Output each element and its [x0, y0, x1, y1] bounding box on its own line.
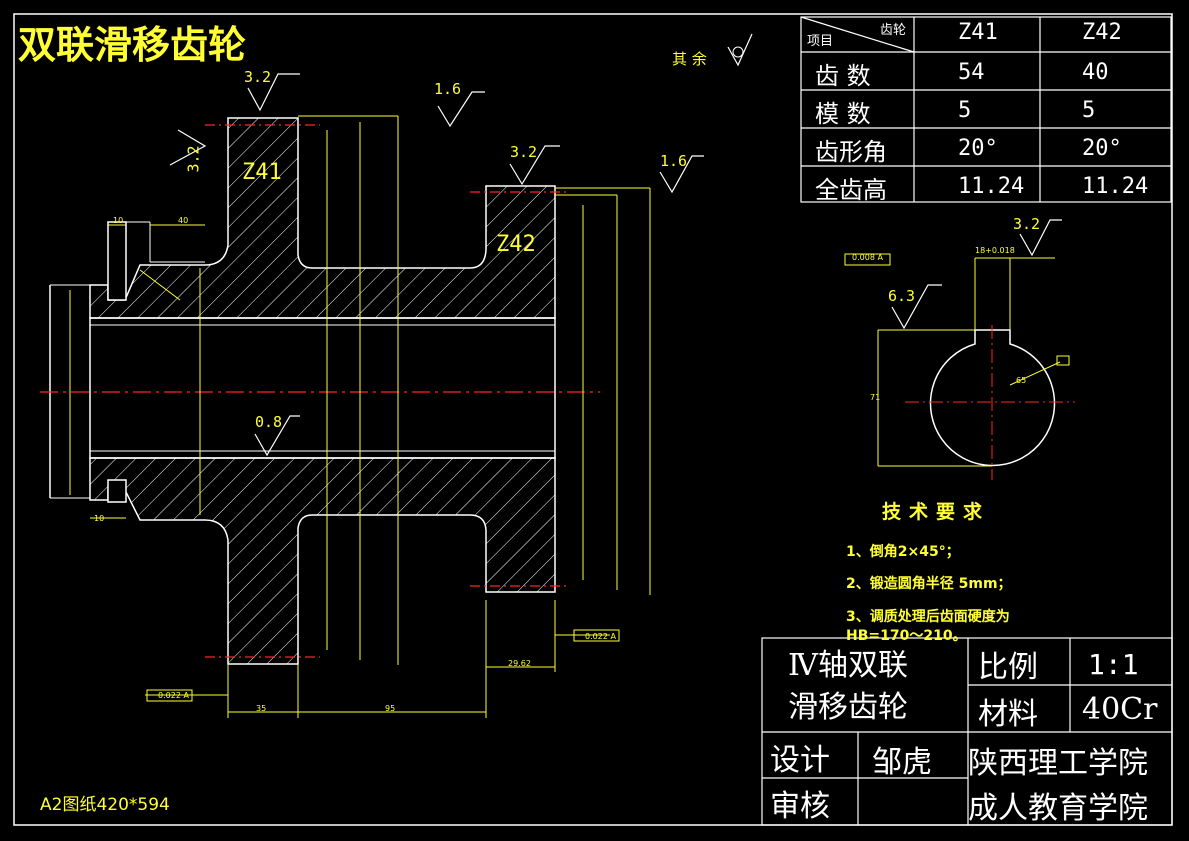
- dim-keyway-width: 18+0.018: [975, 246, 1015, 255]
- roughness-symbols: [169, 33, 1062, 457]
- fork-groove-lower: [107, 479, 127, 503]
- dim-d4: 35: [256, 704, 266, 713]
- dim-d1: 10: [113, 216, 123, 225]
- dimension-lines: [69, 115, 651, 718]
- requirements-title: 技术要求: [882, 501, 991, 523]
- school-line1: 陕西理工学院: [968, 746, 1148, 781]
- gear-label-z41: Z41: [242, 160, 282, 185]
- paper-size: A2图纸420*594: [40, 795, 170, 815]
- table-row-label: 全齿高: [815, 176, 887, 204]
- part-name-line2: 滑移齿轮: [788, 690, 908, 725]
- sheet-border: [13, 13, 1173, 826]
- designer-name: 邹虎: [872, 745, 932, 780]
- table-row-v1: 11.24: [958, 174, 1025, 199]
- fork-groove: [107, 221, 127, 301]
- bore-outline: [89, 317, 556, 459]
- roughness-r3: 3.2: [510, 143, 538, 161]
- surface-finish-note: 其 余: [672, 50, 707, 68]
- keyway-end-view: [877, 257, 1075, 480]
- table-row-v2: 5: [1082, 98, 1096, 123]
- lower-section-hatch: [89, 457, 556, 665]
- dim-bore: 65: [1016, 376, 1026, 385]
- roughness-r8: 3.2: [1013, 215, 1041, 233]
- scale-label: 比例: [978, 650, 1038, 685]
- table-row-label: 模 数: [815, 100, 871, 128]
- roughness-r5: 3.2: [184, 145, 203, 173]
- upper-section-hatch: [89, 117, 556, 319]
- dim-tol3: 0.008 A: [852, 253, 883, 262]
- gear-section-view: [40, 117, 600, 665]
- requirement-item: 3、调质处理后齿面硬度为: [846, 609, 1010, 625]
- table-row-v2: 20°: [1082, 136, 1122, 161]
- table-row-v1: 54: [958, 60, 985, 85]
- table-col-z41: Z41: [958, 20, 998, 45]
- table-col-z42: Z42: [1082, 20, 1122, 45]
- requirement-item: 2、锻造圆角半径 5mm；: [846, 576, 1012, 592]
- gear-label-z42: Z42: [496, 232, 536, 257]
- dim-d3: 10: [94, 514, 104, 523]
- title-block-lines: [761, 637, 1173, 826]
- table-row-v1: 5: [958, 98, 972, 123]
- dim-keyway-depth: 71: [870, 393, 880, 402]
- requirement-item: 1、倒角2×45°；: [846, 544, 960, 560]
- part-name-line1: Ⅳ轴双联: [788, 648, 908, 683]
- roughness-r1: 3.2: [244, 68, 272, 86]
- dim-d5: 95: [385, 704, 395, 713]
- table-row-v2: 11.24: [1082, 174, 1149, 199]
- dimension-texts: 10 40 10 35 95 29.62 0.022 A 0.022 A 0.0…: [94, 216, 1026, 713]
- dim-d6: 29.62: [508, 659, 531, 668]
- roughness-r6: 0.8: [255, 413, 283, 431]
- requirement-item: HB=170～210。: [846, 628, 967, 644]
- scale-value: 1:1: [1088, 648, 1139, 681]
- table-header-gear: 齿轮: [880, 23, 907, 38]
- review-label: 审核: [770, 789, 830, 824]
- drawing-title: 双联滑移齿轮: [18, 22, 247, 67]
- table-row-label: 齿 数: [815, 62, 871, 90]
- material-label: 材料: [978, 697, 1038, 732]
- roughness-r2: 1.6: [434, 80, 462, 98]
- material-value: 40Cr: [1082, 692, 1158, 727]
- roughness-r4: 1.6: [660, 152, 688, 170]
- dim-d2: 40: [178, 216, 188, 225]
- design-label: 设计: [770, 743, 830, 778]
- roughness-r7: 6.3: [888, 287, 916, 305]
- dim-tol1: 0.022 A: [585, 632, 616, 641]
- school-line2: 成人教育学院: [968, 791, 1148, 826]
- gear-table-lines: [800, 16, 1172, 203]
- dim-tol2: 0.022 A: [158, 691, 189, 700]
- table-row-v2: 40: [1082, 60, 1109, 85]
- table-header-item: 项目: [807, 34, 834, 49]
- table-row-label: 齿形角: [815, 138, 887, 166]
- table-row-v1: 20°: [958, 136, 998, 161]
